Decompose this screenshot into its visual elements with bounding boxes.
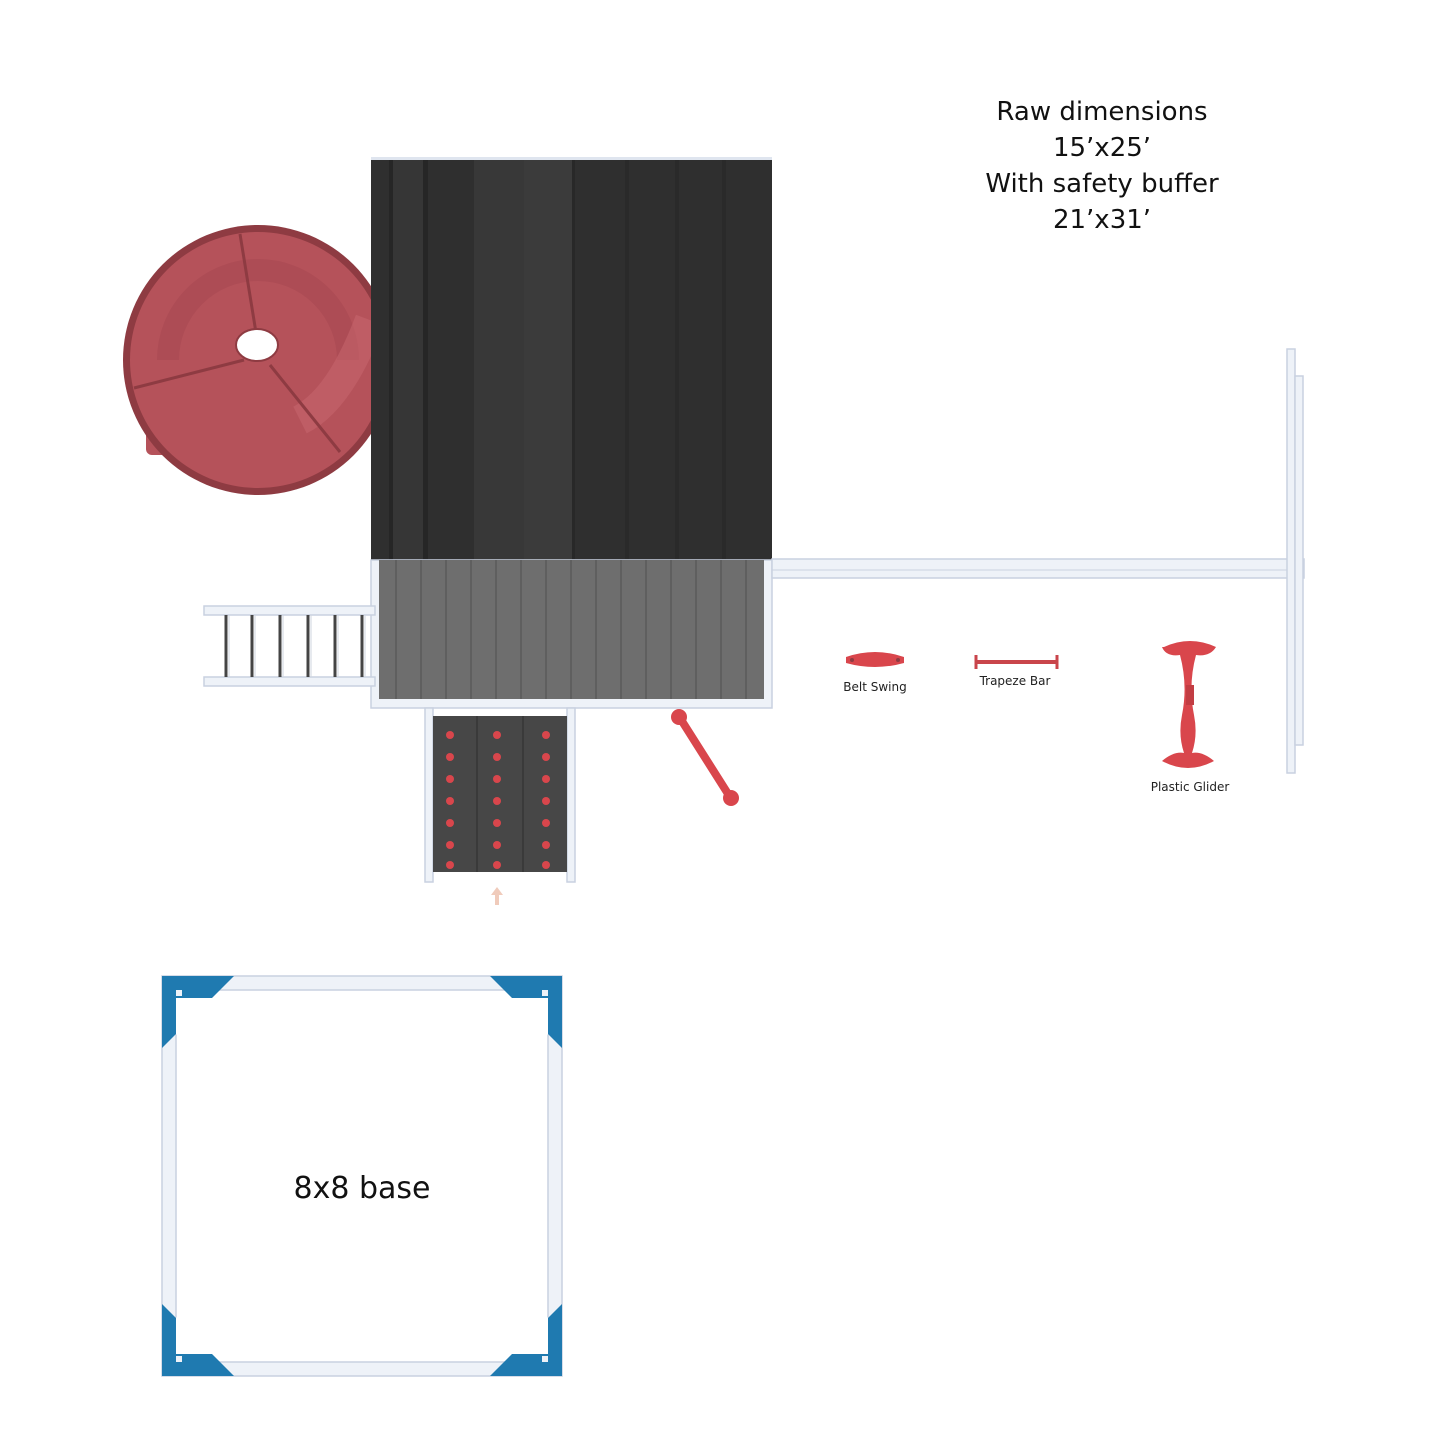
swing-arm-end xyxy=(671,709,687,725)
ladder-rung-highlights xyxy=(228,615,366,677)
roof xyxy=(371,157,772,560)
plastic-glider-label: Plastic Glider xyxy=(1151,780,1230,794)
rock-hold xyxy=(493,775,501,783)
rock-hold xyxy=(446,797,454,805)
base-label: 8x8 base xyxy=(294,1171,431,1206)
roof-rib xyxy=(572,160,575,560)
belt-swing: Belt Swing xyxy=(843,652,907,694)
roof-rib xyxy=(625,160,629,560)
entry-arrow-icon xyxy=(491,887,503,905)
base-corner-brace-cutouts xyxy=(176,998,548,1354)
rock-hold xyxy=(542,731,550,739)
rock-hold xyxy=(542,819,550,827)
slide-segment-line xyxy=(238,233,260,346)
swing-beam-top xyxy=(771,558,1305,579)
trapeze-bar-label: Trapeze Bar xyxy=(979,674,1051,688)
trapeze-bar: Trapeze Bar xyxy=(974,655,1059,688)
rock-hold xyxy=(493,797,501,805)
rock-hold xyxy=(542,775,550,783)
base-inner-area xyxy=(175,989,549,1363)
swing-arm-bar xyxy=(676,714,734,801)
roof-rib xyxy=(524,160,572,560)
rock-hold xyxy=(446,753,454,761)
slide-segment-line xyxy=(268,364,342,453)
rock-hold xyxy=(446,731,454,739)
rock-hold xyxy=(446,841,454,849)
a-frame-leg xyxy=(1286,348,1296,774)
roof-rib xyxy=(675,160,679,560)
rock-hold xyxy=(542,861,550,869)
rock-hold xyxy=(446,819,454,827)
raw-dimensions-label: Raw dimensions xyxy=(996,97,1207,127)
rock-hold xyxy=(446,861,454,869)
deck xyxy=(370,559,773,709)
rock-wall-side-rail xyxy=(566,707,576,883)
swing-arm xyxy=(671,709,739,806)
roof-rib xyxy=(722,160,726,560)
rock-hold xyxy=(542,841,550,849)
raw-dimensions-value: 15’x25’ xyxy=(1053,133,1151,163)
belt-swing-seat xyxy=(846,652,904,667)
slide-channel-shade xyxy=(157,259,359,361)
dimensions-text-block: Raw dimensions 15’x25’ With safety buffe… xyxy=(985,97,1219,235)
ladder-rungs xyxy=(224,615,364,677)
rock-holds xyxy=(446,731,550,869)
safety-buffer-value: 21’x31’ xyxy=(1053,205,1151,235)
roof-rib xyxy=(389,160,393,560)
rock-wall-side-rail xyxy=(424,707,434,883)
rock-hold xyxy=(493,753,501,761)
rock-hold xyxy=(542,753,550,761)
swing-beam xyxy=(771,348,1305,774)
ladder-rail xyxy=(203,676,376,687)
rock-hold xyxy=(493,819,501,827)
ladder xyxy=(203,605,376,687)
roof-rib xyxy=(393,160,423,560)
slide-center-hole xyxy=(235,328,279,362)
roof-rib xyxy=(474,160,524,560)
deck-board-seams xyxy=(395,560,747,699)
plastic-glider: Plastic Glider xyxy=(1151,641,1230,794)
plastic-glider-ridge xyxy=(1186,685,1194,705)
slide-segment-line xyxy=(133,358,245,390)
swing-arm-end xyxy=(723,790,739,806)
a-frame-leg xyxy=(1294,375,1304,746)
belt-swing-label: Belt Swing xyxy=(843,680,906,694)
safety-buffer-label: With safety buffer xyxy=(985,169,1219,199)
rock-wall xyxy=(424,707,576,905)
belt-swing-bolt xyxy=(896,658,900,662)
spiral-slide xyxy=(123,225,393,495)
roof-top-edge xyxy=(371,157,772,160)
base-footprint: 8x8 base xyxy=(161,975,563,1377)
ladder-rail xyxy=(203,605,376,616)
rock-hold xyxy=(542,797,550,805)
rock-hold xyxy=(493,861,501,869)
rock-hold xyxy=(493,841,501,849)
belt-swing-bolt xyxy=(850,658,854,662)
rock-hold xyxy=(493,731,501,739)
base-corner-post-caps xyxy=(176,990,548,1362)
roof-rib xyxy=(423,160,428,560)
rock-hold xyxy=(446,775,454,783)
